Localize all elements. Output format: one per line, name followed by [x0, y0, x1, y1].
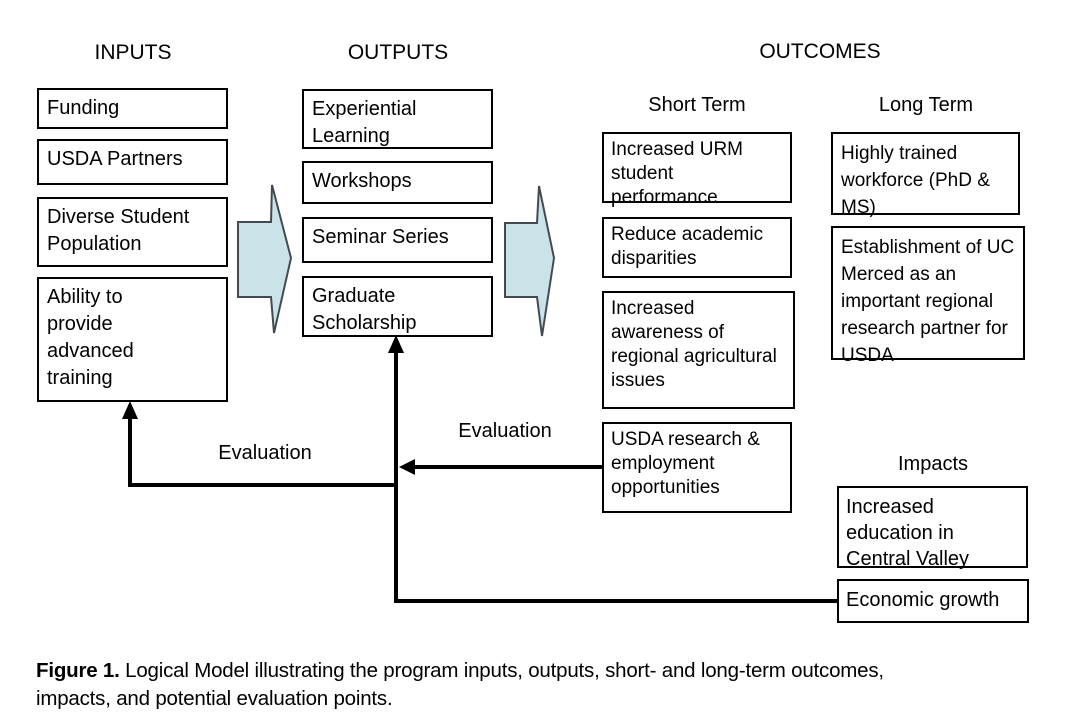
output-box-graduate-scholarship: Graduate Scholarship [302, 276, 493, 337]
short-term-box-urm-performance: Increased URM student performance [602, 132, 792, 208]
output-box-workshops: Workshops [302, 161, 493, 204]
outcomes-heading: OUTCOMES [759, 40, 881, 63]
inputs-heading: INPUTS [94, 41, 172, 64]
long-term-subheading: Long Term [878, 94, 974, 116]
short-term-box-reduce-disparities: Reduce academic disparities [602, 217, 792, 278]
short-term-box-regional-agricultural-awareness: Increased awareness of regional agricult… [602, 291, 795, 409]
up-arrowhead-to-graduate-scholarship [388, 335, 404, 353]
input-box-funding: Funding [37, 88, 228, 129]
inputs-to-outputs-block-arrow [237, 184, 293, 334]
evaluation-label-right: Evaluation [458, 420, 552, 442]
impact-box-increased-education: Increased education in Central Valley [837, 486, 1028, 570]
up-arrowhead-to-ability-box [122, 401, 138, 419]
evaluation-label-left: Evaluation [218, 442, 312, 464]
outputs-to-outcomes-block-arrow [504, 185, 556, 337]
figure-caption: Figure 1. Logical Model illustrating the… [36, 657, 916, 714]
left-arrowhead-to-vertical-line [399, 459, 415, 475]
figure-caption-text: Logical Model illustrating the program i… [36, 658, 884, 710]
input-box-usda-partners: USDA Partners [37, 139, 228, 185]
outputs-heading: OUTPUTS [347, 41, 449, 64]
long-term-box-uc-merced-research-partner: Establishment of UC Merced as an importa… [831, 226, 1025, 366]
input-box-diverse-student-population: Diverse Student Population [37, 197, 228, 267]
output-box-experiential-learning: Experiential Learning [302, 89, 493, 149]
input-box-ability-advanced-training: Ability to provide advanced training [37, 277, 228, 402]
impacts-subheading: Impacts [897, 453, 969, 475]
output-box-seminar-series: Seminar Series [302, 217, 493, 263]
short-term-subheading: Short Term [648, 94, 746, 116]
short-term-box-usda-research-employment: USDA research & employment opportunities [602, 422, 792, 513]
impact-box-economic-growth: Economic growth [837, 579, 1029, 623]
long-term-box-highly-trained-workforce: Highly trained workforce (PhD & MS) [831, 132, 1020, 218]
figure-caption-label: Figure 1. [36, 658, 120, 682]
